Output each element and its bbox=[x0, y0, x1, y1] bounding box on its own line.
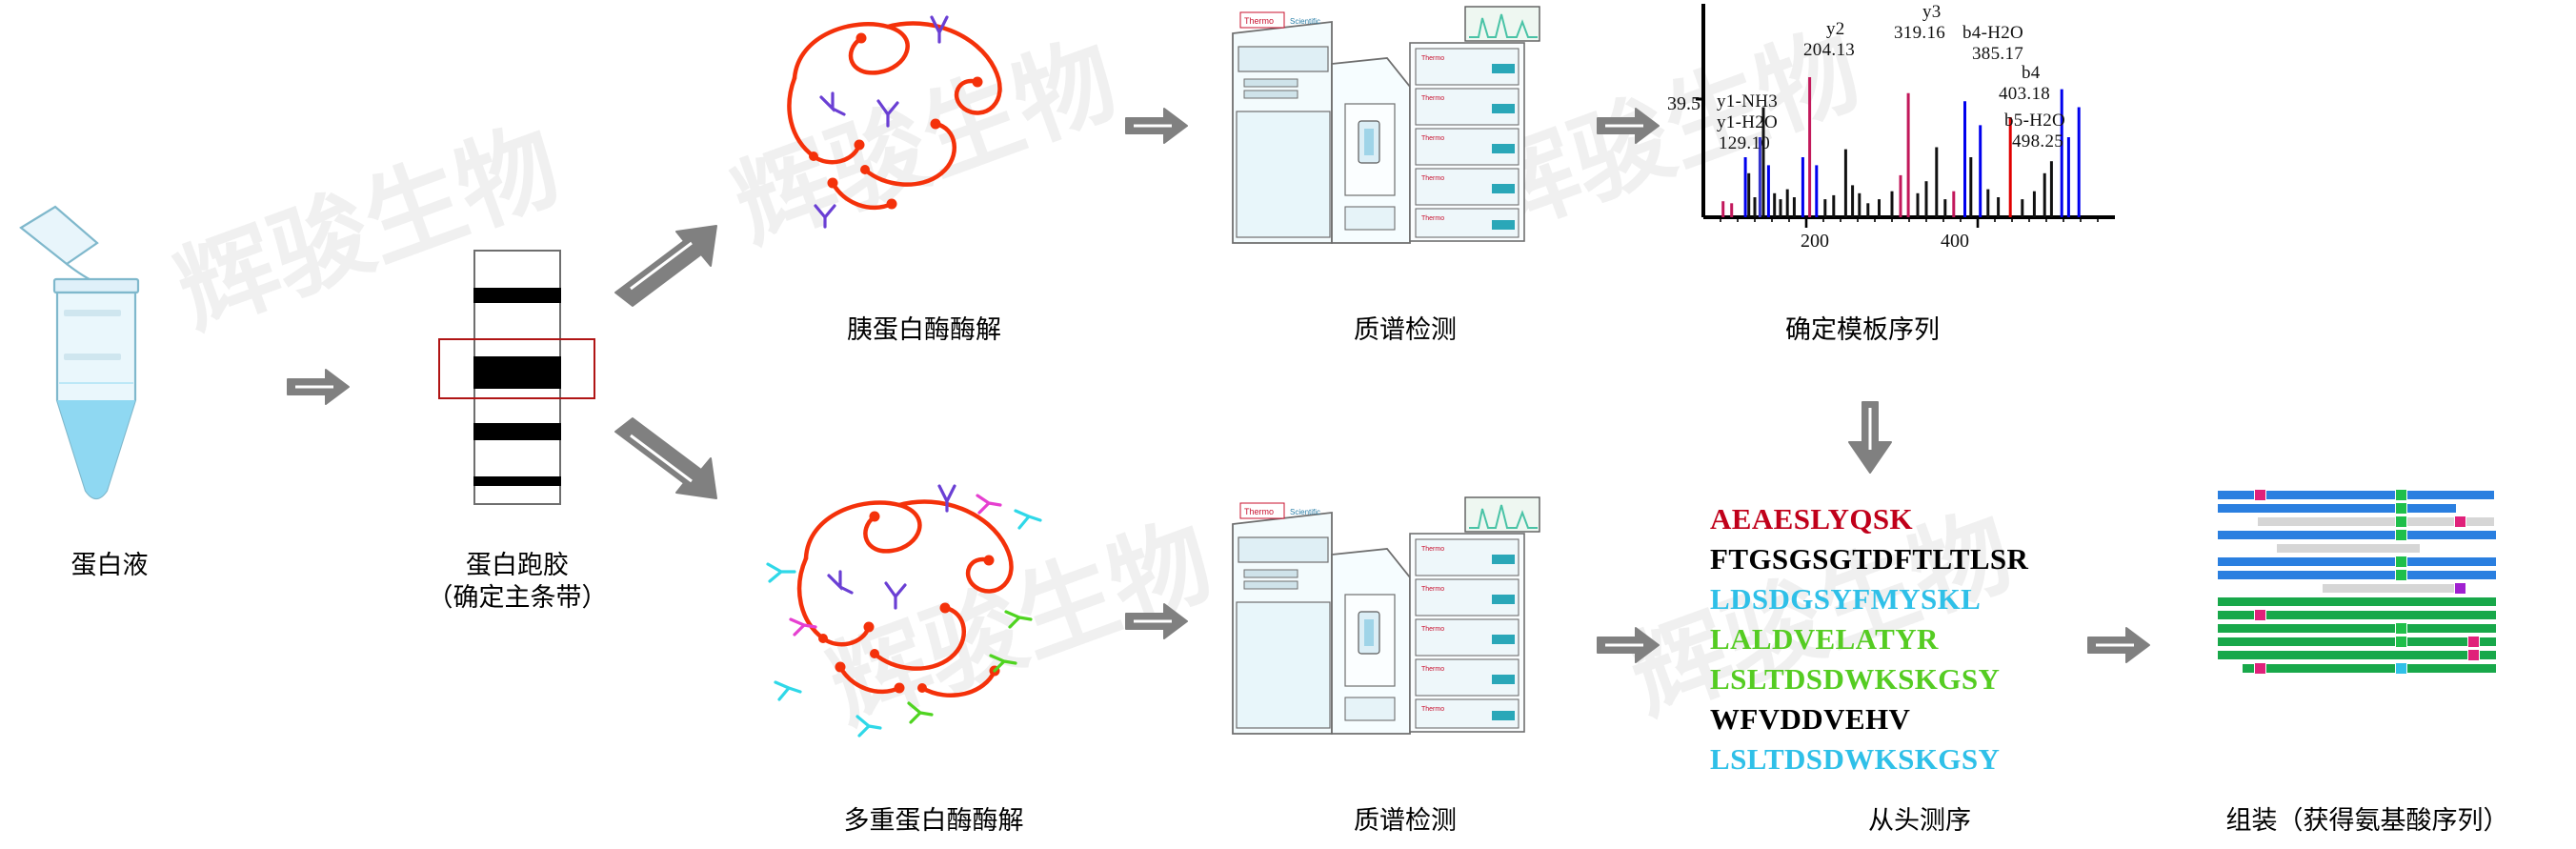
gel-lane bbox=[473, 250, 561, 505]
assembly-variant-marker bbox=[2254, 609, 2266, 621]
x-axis-tick-200: 200 bbox=[1801, 231, 1829, 252]
step-label-assembly: 组装（获得氨基酸序列） bbox=[2225, 806, 2509, 836]
step-label-ms-detect-top: 质谱检测 bbox=[1354, 315, 1457, 345]
svg-text:Thermo: Thermo bbox=[1421, 95, 1444, 102]
assembly-read-bar bbox=[2218, 557, 2496, 566]
peak-mz-y3: 319.16 bbox=[1894, 23, 1946, 43]
x-axis-tick-400: 400 bbox=[1941, 231, 1969, 252]
arrow-down bbox=[1843, 400, 1897, 481]
gel-band-selection-box[interactable] bbox=[438, 338, 595, 399]
assembly-variant-marker bbox=[2467, 649, 2480, 661]
multi-protease-diagram bbox=[753, 476, 1115, 743]
svg-text:Thermo: Thermo bbox=[1421, 175, 1444, 182]
peak-label-y1-h2o: y1-H2O bbox=[1717, 112, 1779, 132]
peak-mz-b4: 403.18 bbox=[1999, 84, 2051, 104]
assembly-variant-marker bbox=[2395, 515, 2407, 528]
assembly-variant-marker bbox=[2395, 569, 2407, 581]
svg-text:Scientific: Scientific bbox=[1290, 17, 1320, 26]
assembly-variant-marker bbox=[2467, 636, 2480, 648]
arrow-right bbox=[1596, 105, 1662, 152]
assembly-variant-marker bbox=[2395, 489, 2407, 501]
arrow-right bbox=[286, 366, 352, 413]
svg-text:Thermo: Thermo bbox=[1421, 55, 1444, 62]
assembly-read-bar bbox=[2243, 664, 2496, 673]
assembly-variant-marker bbox=[2395, 636, 2407, 648]
arrow-right bbox=[2086, 624, 2153, 671]
peptide-sequence: LSLTDSDWKSKGSY bbox=[1710, 662, 2001, 696]
gel-band bbox=[473, 476, 561, 486]
peptide-sequence: FTGSGSGTDFTLTLSR bbox=[1710, 542, 2029, 576]
arrow-right bbox=[1124, 600, 1191, 647]
peak-mz-y1-h2o: 129.10 bbox=[1719, 133, 1771, 153]
gel-band bbox=[473, 423, 561, 440]
svg-text:Thermo: Thermo bbox=[1421, 706, 1444, 713]
assembly-variant-marker bbox=[2454, 582, 2466, 595]
step-label-multi-protease: 多重蛋白酶酶解 bbox=[843, 806, 1024, 836]
peak-label-y1-nh3: y1-NH3 bbox=[1717, 91, 1779, 111]
step-label-gel-run: 蛋白跑胶 （确定主条带） bbox=[427, 551, 608, 613]
svg-text:Thermo: Thermo bbox=[1421, 546, 1444, 553]
assembly-read-bar bbox=[2258, 517, 2494, 526]
assembly-read-bar bbox=[2218, 637, 2496, 646]
mass-spectrum-chart: 39.5 y2 204.13 y3 319.16 b4-H2O 385.17 b… bbox=[1667, 0, 2134, 262]
svg-text:Thermo: Thermo bbox=[1421, 135, 1444, 142]
assembly-variant-marker bbox=[2254, 662, 2266, 675]
peak-label-b4: b4 bbox=[2022, 63, 2041, 83]
assembly-read-bar bbox=[2218, 624, 2496, 633]
svg-text:Thermo: Thermo bbox=[1421, 215, 1444, 222]
assembly-panel bbox=[2208, 489, 2513, 681]
assembly-variant-marker bbox=[2454, 515, 2466, 528]
step-label-template-seq: 确定模板序列 bbox=[1785, 315, 1940, 345]
step-label-ms-detect-bottom: 质谱检测 bbox=[1354, 806, 1457, 836]
assembly-read-bar bbox=[2218, 651, 2496, 659]
arrow-up-right bbox=[610, 205, 734, 314]
assembly-variant-marker bbox=[2395, 502, 2407, 515]
step-label-trypsin-digest: 胰蛋白酶酶解 bbox=[847, 315, 1001, 345]
gel-band bbox=[473, 288, 561, 303]
assembly-read-bar bbox=[2218, 571, 2496, 579]
peak-label-b4-h2o: b4-H2O bbox=[1962, 23, 2024, 43]
peptide-sequence-list: AEAESLYQSK FTGSGSGTDFTLTLSR LDSDGSYFMYSKL L… bbox=[1710, 503, 2110, 783]
peptide-sequence: AEAESLYQSK bbox=[1710, 502, 1914, 536]
peptide-sequence: LSLTDSDWKSKGSY bbox=[1710, 742, 2001, 776]
svg-text:Scientific: Scientific bbox=[1290, 508, 1320, 516]
svg-text:Thermo: Thermo bbox=[1421, 626, 1444, 633]
svg-text:Thermo: Thermo bbox=[1244, 16, 1274, 26]
assembly-variant-marker bbox=[2395, 662, 2407, 675]
step-label-de-novo: 从头测序 bbox=[1868, 806, 1971, 836]
assembly-read-bar bbox=[2323, 584, 2465, 593]
peak-mz-b5-h2o: 498.25 bbox=[2012, 131, 2064, 152]
peptide-sequence: LALDVELATYR bbox=[1710, 622, 1939, 656]
peak-mz-b4-h2o: 385.17 bbox=[1972, 44, 2024, 64]
peptide-sequence: WFVDDVEHV bbox=[1710, 702, 1911, 736]
assembly-read-bar bbox=[2218, 597, 2496, 606]
arrow-right bbox=[1124, 105, 1191, 152]
peptide-sequence: LDSDGSYFMYSKL bbox=[1710, 582, 1982, 616]
step-label-protein-solution: 蛋白液 bbox=[70, 551, 149, 580]
protein-solution-tube bbox=[10, 205, 200, 519]
assembly-variant-marker bbox=[2395, 556, 2407, 568]
assembly-read-bar bbox=[2218, 491, 2494, 499]
svg-text:Thermo: Thermo bbox=[1421, 666, 1444, 673]
svg-text:Thermo: Thermo bbox=[1244, 507, 1274, 516]
trypsin-digest-diagram bbox=[762, 10, 1086, 248]
y-axis-tick-label: 39.5 bbox=[1667, 93, 1701, 114]
gel-band-main bbox=[473, 356, 561, 389]
assembly-variant-marker bbox=[2254, 489, 2266, 501]
assembly-read-bar bbox=[2218, 611, 2496, 619]
peak-label-b5-h2o: b5-H2O bbox=[2004, 111, 2066, 131]
assembly-read-bar bbox=[2277, 544, 2420, 553]
assembly-variant-marker bbox=[2395, 529, 2407, 541]
assembly-read-bar bbox=[2218, 504, 2456, 513]
arrow-down-right bbox=[610, 414, 734, 524]
peak-label-y2: y2 bbox=[1826, 19, 1845, 39]
peak-label-y3: y3 bbox=[1922, 2, 1942, 22]
assembly-read-bar bbox=[2218, 531, 2496, 539]
peak-mz-y2: 204.13 bbox=[1803, 40, 1856, 60]
assembly-variant-marker bbox=[2395, 622, 2407, 635]
arrow-right bbox=[1596, 624, 1662, 671]
svg-text:Thermo: Thermo bbox=[1421, 586, 1444, 593]
